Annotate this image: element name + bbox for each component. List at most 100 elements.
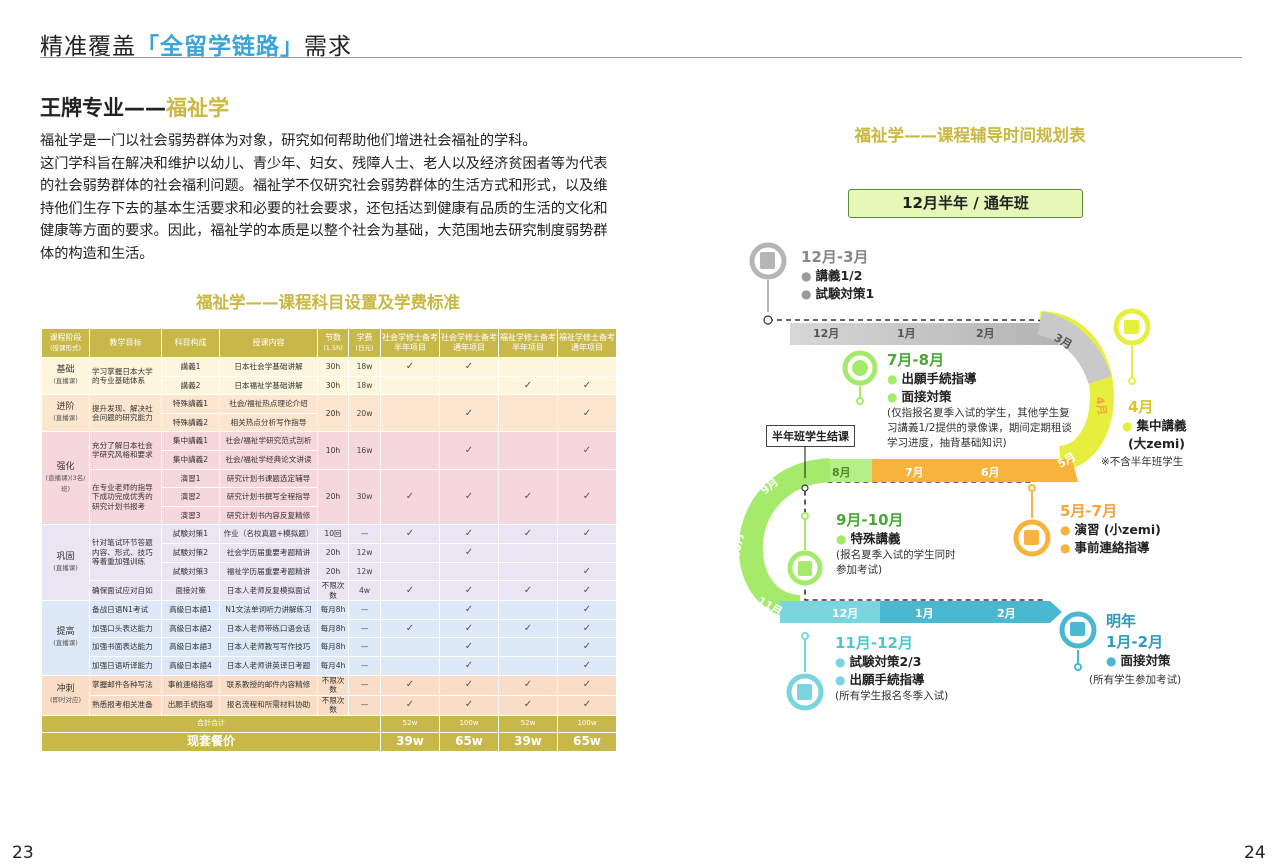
stage-form: (直播课) <box>53 638 78 647</box>
check-icon: ✓ <box>582 679 592 691</box>
class-badge: 12月半年 / 通年班 <box>848 189 1083 218</box>
table-header-cell: 福祉学修士备考通年项目 <box>557 328 617 358</box>
total-cell: 100w <box>557 714 617 733</box>
table-header-cell: 社会学修士备考半年项目 <box>380 328 440 358</box>
road-label: 6月 <box>981 466 1000 479</box>
stage-cell: 强化(直播课)(3名/班) <box>41 431 90 526</box>
table-header-cell: 社会学修士备考通年项目 <box>439 328 499 358</box>
header-sub: (1.5h) <box>323 344 343 352</box>
check-icon: ✓ <box>582 622 592 634</box>
period-label: 11月-12月 <box>835 634 913 652</box>
pin-apr <box>1113 308 1151 385</box>
pin-may-jul <box>1013 484 1051 557</box>
header-label: 课程阶段 <box>49 333 82 342</box>
stage-form: (直播课)(3名/班) <box>45 473 86 493</box>
check-icon: ✓ <box>523 679 533 691</box>
check-icon: ✓ <box>464 622 474 634</box>
check-icon: ✓ <box>405 361 415 373</box>
block-next-year: 明年 1月-2月 ●面接対策 <box>1106 612 1171 668</box>
plan-cell: ✓ <box>439 468 499 526</box>
item: 演習 (小zemi) <box>1074 522 1161 537</box>
check-icon: ✓ <box>523 491 533 503</box>
table-header-cell: 福祉学修士备考半年项目 <box>498 328 558 358</box>
check-icon: ✓ <box>582 699 592 711</box>
period-label: 9月-10月 <box>836 511 904 529</box>
plan-cell: ✓ <box>380 580 440 602</box>
page-header-title: 精准覆盖「全留学链路」需求 <box>40 27 352 61</box>
item: 面接対策 <box>1120 653 1171 668</box>
stage-cell: 提高(直播课) <box>41 600 90 676</box>
period-label: 12月-3月 <box>801 248 869 266</box>
title-part: 精准覆盖 <box>40 34 136 60</box>
header-label: 社会学修士备考半年项目 <box>382 333 438 352</box>
check-icon: ✓ <box>582 659 592 671</box>
subject-cell: 特殊講義2 <box>161 412 220 433</box>
goal-cell: 提升发现、解决社会问题的研究能力 <box>89 394 162 433</box>
plan-cell <box>557 357 617 377</box>
block-nov-dec: 11月-12月 ●試験対策2/3 ●出願手続指導 (所有学生报名冬季入试) <box>835 634 949 702</box>
item: 講義1/2 <box>815 268 863 283</box>
content-cell: 相关热点分析写作指导 <box>219 412 318 433</box>
item: 集中講義 <box>1136 418 1187 433</box>
road-curve-left <box>738 458 832 619</box>
header-sub: (授课形式) <box>49 344 82 352</box>
check-icon: ✓ <box>405 528 415 540</box>
item: 試験対策2/3 <box>849 654 922 669</box>
heading-highlight: 福祉学 <box>166 96 229 120</box>
check-icon: ✓ <box>582 641 592 653</box>
package-cell: 39w <box>498 731 558 752</box>
header-label: 教学目标 <box>109 338 142 347</box>
content-cell: 社会/福祉学经典论文讲读 <box>219 449 318 470</box>
note: (仅指报名夏季入试的学生，其他学生复习講義1/2提供的录像课，期间定期租谈学习进… <box>887 407 1072 449</box>
stage-label: 基础 <box>56 365 75 376</box>
block-sep-oct: 9月-10月 ●特殊講義 (报名夏季入试的学生同时参加考试) <box>836 509 966 578</box>
note: (所有学生报名冬季入试) <box>835 690 949 702</box>
stage-form: (即时对应) <box>49 696 82 704</box>
table-header-cell: 科目构成 <box>161 328 220 358</box>
fee-table: 课程阶段(授课形式)教学目标科目构成授课内容节数(1.5h)学费(日元)社会学修… <box>41 328 617 752</box>
item: 出願手続指導 <box>849 672 925 687</box>
goal-cell: 针对笔试环节答题内容、形式、技巧等着重加强训练 <box>89 524 162 582</box>
road-row1 <box>790 323 1060 345</box>
road-row2 <box>828 459 1078 482</box>
check-icon: ✓ <box>523 584 533 596</box>
item-sub: (大zemi) <box>1128 436 1185 451</box>
stage-cell: 巩固(直播课) <box>41 524 90 602</box>
check-icon: ✓ <box>582 407 592 419</box>
section-heading: 王牌专业——福祉学 <box>40 92 229 122</box>
stage-label: 强化 <box>56 461 75 472</box>
check-icon: ✓ <box>464 659 474 671</box>
check-icon: ✓ <box>464 604 474 616</box>
header-label: 福祉学修士备考通年项目 <box>559 333 615 352</box>
check-icon: ✓ <box>582 379 592 391</box>
road-label: 7月 <box>905 466 924 479</box>
check-icon: ✓ <box>464 407 474 419</box>
header-label: 福祉学修士备考半年项目 <box>500 333 556 352</box>
timeline-title: 福祉学——课程辅导时间规划表 <box>854 126 1086 145</box>
check-icon: ✓ <box>582 444 592 456</box>
stage-form: (直播课) <box>53 414 78 423</box>
note: (报名夏季入试的学生同时参加考试) <box>836 549 956 576</box>
goal-cell: 充分了解日本社会学研究风格和要求 <box>89 431 162 470</box>
check-icon: ✓ <box>405 584 415 596</box>
pin-sep-oct <box>787 512 823 586</box>
header-label: 学费 <box>356 333 373 342</box>
content-cell: 日本福祉学基础讲解 <box>219 375 318 396</box>
plan-cell: ✓ <box>439 431 499 470</box>
stage-label: 冲刺 <box>56 684 75 694</box>
half-year-end-callout: 半年班学生结课 <box>766 425 855 447</box>
period-label: 1月-2月 <box>1106 633 1164 651</box>
check-icon: ✓ <box>405 622 415 634</box>
content-cell: 研究计划书撰写全程指导 <box>219 487 318 507</box>
heading-part: 王牌专业—— <box>40 96 166 120</box>
road-label: 4月 <box>1092 395 1109 417</box>
page-number-right: 24 <box>1244 843 1266 863</box>
stage-label: 巩固 <box>56 551 75 562</box>
check-icon: ✓ <box>464 679 474 691</box>
period-label: 4月 <box>1128 398 1154 416</box>
